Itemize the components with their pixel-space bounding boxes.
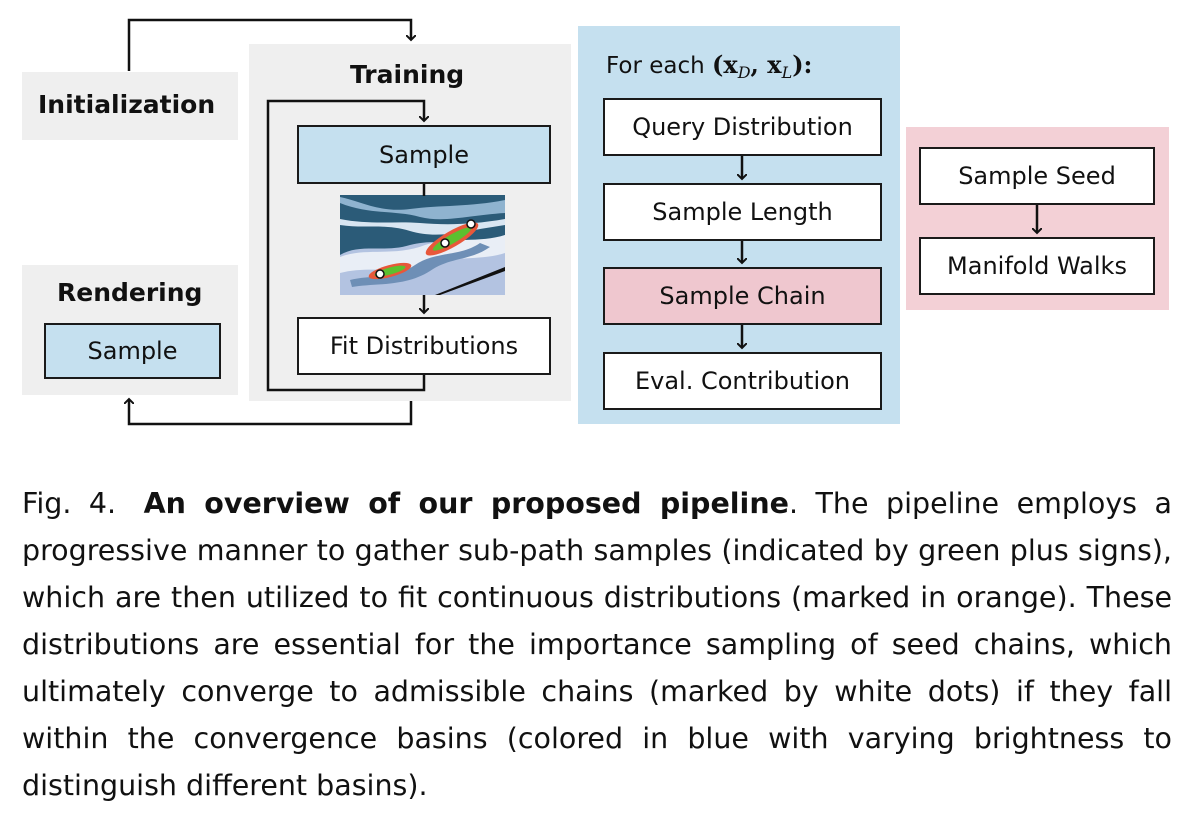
admissible-chain-dot-1 bbox=[375, 269, 385, 279]
rendering-sample-box: Sample bbox=[44, 323, 221, 379]
diagram-arrows bbox=[0, 18, 1188, 426]
for-each-comma: , bbox=[750, 50, 768, 79]
pipeline-diagram: Initialization Rendering Sample Training… bbox=[0, 18, 1188, 426]
initialization-panel bbox=[22, 72, 238, 140]
admissible-chain-dot-3 bbox=[466, 219, 476, 229]
sample-length-box: Sample Length bbox=[603, 183, 882, 241]
initialization-heading: Initialization bbox=[38, 90, 216, 119]
arrow-training-to-rendering bbox=[129, 399, 413, 426]
fit-distributions-box: Fit Distributions bbox=[297, 317, 551, 375]
rendering-heading: Rendering bbox=[57, 278, 203, 307]
arrow-init-to-training bbox=[127, 18, 411, 71]
sample-chain-box: Sample Chain bbox=[603, 267, 882, 325]
x-l-subscript: L bbox=[781, 63, 793, 82]
for-each-prefix: For each bbox=[606, 53, 713, 79]
admissible-chain-dot-2 bbox=[440, 238, 450, 248]
query-distribution-box: Query Distribution bbox=[603, 98, 882, 156]
for-each-label: For each (xD, xL): bbox=[606, 50, 812, 82]
basin-bright-region bbox=[340, 235, 505, 273]
manifold-walks-box: Manifold Walks bbox=[919, 237, 1155, 295]
figure-caption: Fig. 4. An overview of our proposed pipe… bbox=[22, 480, 1172, 809]
caption-body: . The pipeline employs a progressive man… bbox=[22, 487, 1172, 802]
eval-contribution-box: Eval. Contribution bbox=[603, 352, 882, 410]
caption-title: An overview of our proposed pipeline bbox=[143, 487, 789, 520]
convergence-basin-plot bbox=[340, 195, 505, 295]
for-each-open-paren: ( bbox=[712, 50, 724, 79]
training-sample-box: Sample bbox=[297, 125, 551, 184]
x-d-subscript: D bbox=[737, 63, 751, 82]
basin-light-streak-1 bbox=[340, 197, 505, 220]
sample-seed-box: Sample Seed bbox=[919, 147, 1155, 205]
for-each-close-paren: ): bbox=[792, 50, 813, 79]
figure-label: Fig. 4. bbox=[22, 487, 117, 520]
training-heading: Training bbox=[350, 60, 465, 89]
x-d-symbol: x bbox=[723, 50, 738, 79]
basin-edge bbox=[435, 267, 505, 295]
arrow-training-loop bbox=[266, 99, 424, 392]
x-l-symbol: x bbox=[767, 50, 782, 79]
